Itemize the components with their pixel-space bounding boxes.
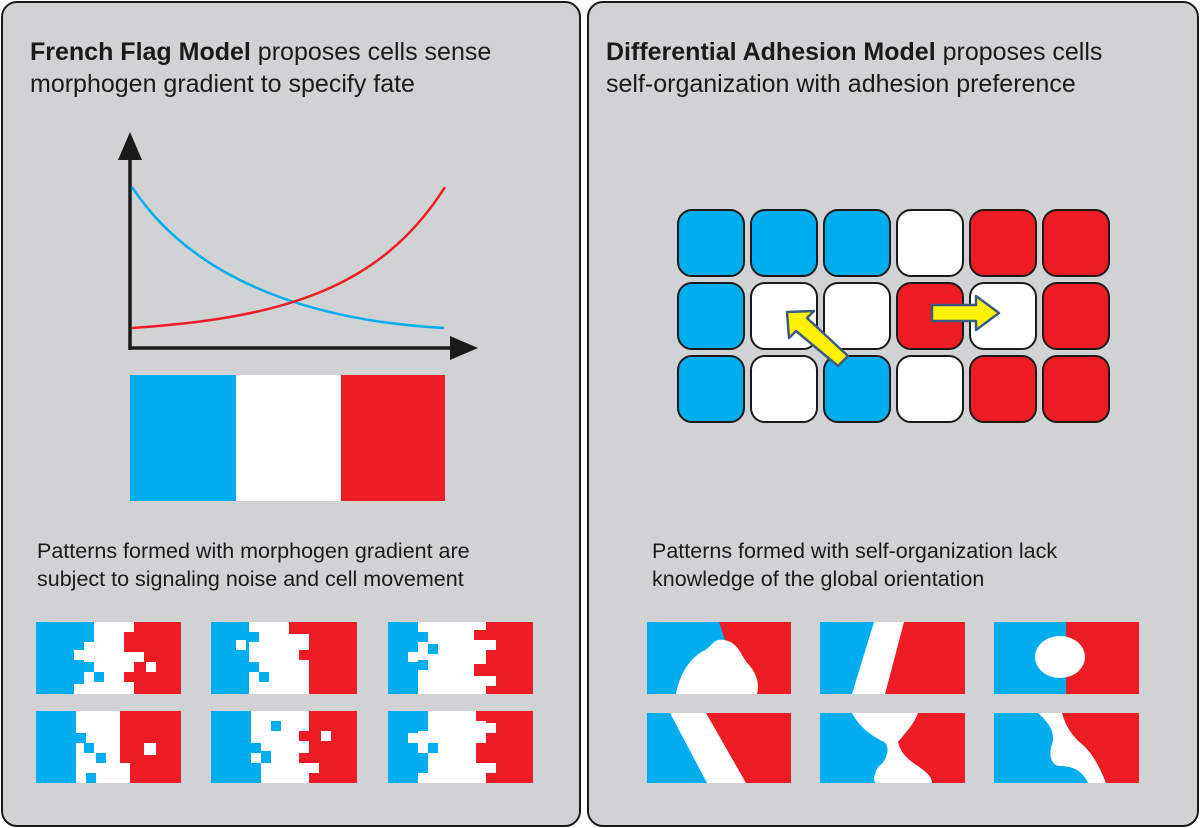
blob-pattern (647, 713, 791, 783)
cell-red (969, 355, 1037, 423)
cell-blue (677, 282, 745, 350)
morphogen-gradient-plot (118, 132, 478, 360)
cell-blue (750, 209, 818, 277)
noisy-pattern-examples (36, 622, 533, 783)
french-flag-caption-line1: Patterns formed with morphogen gradient … (37, 539, 470, 563)
cell-movement-arrows (785, 294, 1001, 368)
y-axis-arrow-icon (118, 132, 142, 160)
adhesion-title-bold: Differential Adhesion Model (606, 38, 936, 66)
red-gradient-curve (131, 186, 447, 330)
x-axis-arrow-icon (450, 336, 478, 360)
cell-blue (823, 355, 891, 423)
adhesion-caption-line2: knowledge of the global orientation (652, 567, 985, 591)
cell-white (896, 355, 964, 423)
cell-blue (677, 355, 745, 423)
yellow-arrow-icon (930, 294, 1001, 332)
cell-red (969, 209, 1037, 277)
adhesion-cell-grid (677, 209, 1110, 423)
french-flag-title: French Flag Model proposes cells sense m… (30, 36, 491, 100)
self-organized-pattern-examples (647, 622, 1139, 783)
noisy-pattern (211, 711, 357, 783)
cell-blue (677, 209, 745, 277)
cell-white (896, 209, 964, 277)
adhesion-title-line2: self-organization with adhesion preferen… (606, 70, 1076, 98)
yellow-arrow-icon (785, 309, 850, 368)
noisy-pattern (36, 711, 181, 783)
french-flag-caption-line2: subject to signaling noise and cell move… (37, 567, 464, 591)
cell-red (1042, 355, 1110, 423)
cell-red (1042, 282, 1110, 350)
french-flag (130, 375, 445, 501)
blob-pattern (820, 622, 965, 694)
blob-pattern (647, 622, 791, 694)
blob-pattern (994, 713, 1139, 783)
adhesion-caption: Patterns formed with self-organization l… (652, 537, 1057, 593)
noisy-pattern (211, 622, 357, 694)
flag-red-band (341, 375, 445, 501)
flag-white-band (236, 375, 341, 501)
noisy-pattern (388, 622, 533, 694)
french-flag-title-rest: proposes cells sense (250, 38, 492, 66)
french-flag-title-line2: morphogen gradient to specify fate (30, 70, 415, 98)
french-flag-caption: Patterns formed with morphogen gradient … (37, 537, 470, 593)
cell-blue (823, 209, 891, 277)
adhesion-caption-line1: Patterns formed with self-organization l… (652, 539, 1058, 563)
flag-blue-band (130, 375, 236, 501)
blob-pattern (820, 713, 965, 783)
noisy-pattern (388, 711, 533, 783)
adhesion-title: Differential Adhesion Model proposes cel… (606, 36, 1102, 100)
cell-white (823, 282, 891, 350)
blob-pattern (994, 622, 1139, 694)
cell-red (1042, 209, 1110, 277)
french-flag-title-bold: French Flag Model (30, 38, 251, 66)
cell-white (750, 355, 818, 423)
noisy-pattern (36, 622, 181, 694)
adhesion-title-rest: proposes cells (935, 38, 1103, 66)
blue-gradient-curve (130, 186, 445, 330)
